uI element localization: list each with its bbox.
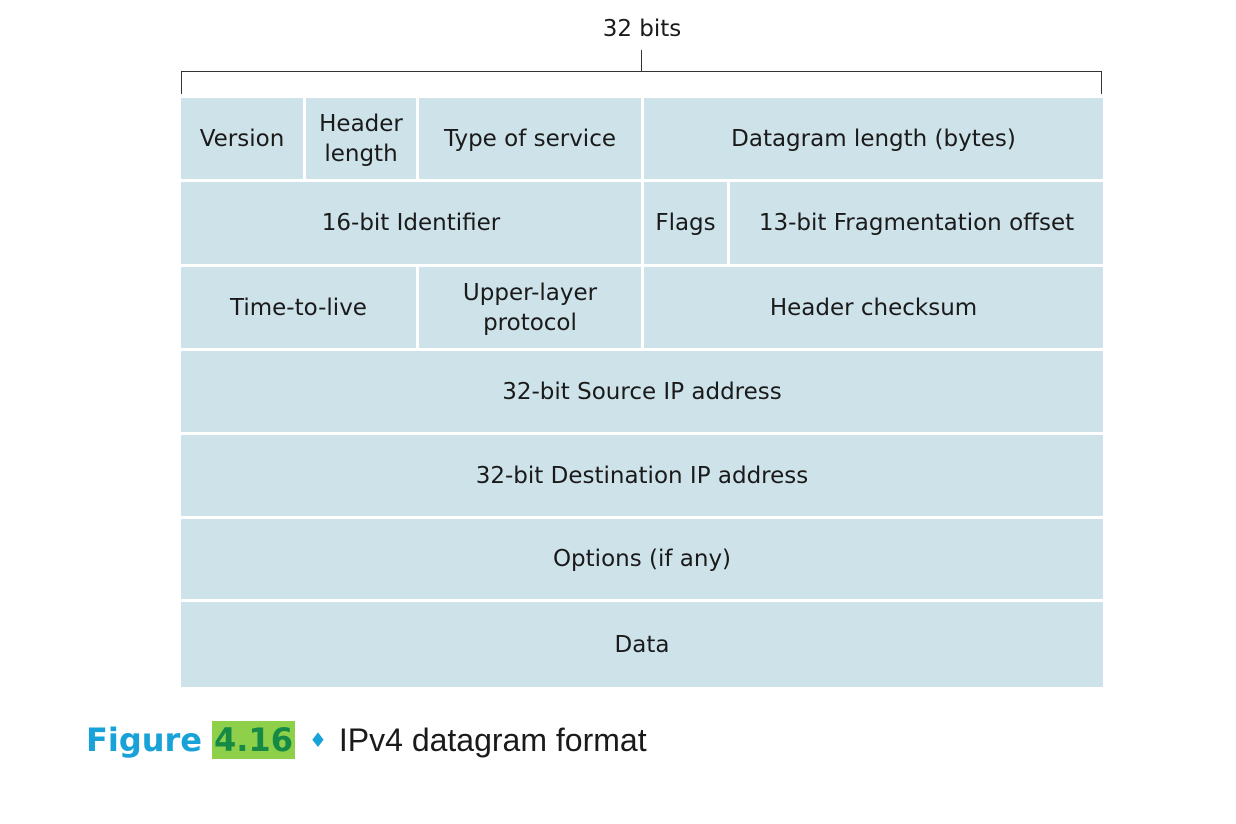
bit-width-bracket (181, 71, 1102, 94)
field-fragmentation-offset: 13-bit Fragmentation offset (730, 182, 1103, 264)
datagram-grid: Version Header length Type of service Da… (181, 98, 1103, 687)
field-destination-ip: 32-bit Destination IP address (181, 435, 1103, 516)
field-header-length: Header length (306, 98, 416, 179)
bit-width-bracket-tick (641, 50, 642, 71)
bit-width-label: 32 bits (602, 16, 682, 42)
field-datagram-length: Datagram length (bytes) (644, 98, 1103, 179)
field-source-ip: 32-bit Source IP address (181, 351, 1103, 432)
field-flags: Flags (644, 182, 727, 264)
field-type-of-service: Type of service (419, 98, 641, 179)
field-version: Version (181, 98, 303, 179)
field-time-to-live: Time-to-live (181, 267, 416, 348)
caption-figure-word: Figure (86, 721, 202, 759)
field-identifier: 16-bit Identifier (181, 182, 641, 264)
field-options: Options (if any) (181, 519, 1103, 599)
caption-title: IPv4 datagram format (338, 721, 647, 758)
caption-figure-number: 4.16 (212, 721, 295, 759)
diamond-icon: ♦ (308, 728, 327, 752)
field-upper-layer-protocol: Upper-layer protocol (419, 267, 641, 348)
field-data: Data (181, 602, 1103, 687)
figure-caption: Figure 4.16 ♦ IPv4 datagram format (86, 718, 647, 762)
field-header-checksum: Header checksum (644, 267, 1103, 348)
